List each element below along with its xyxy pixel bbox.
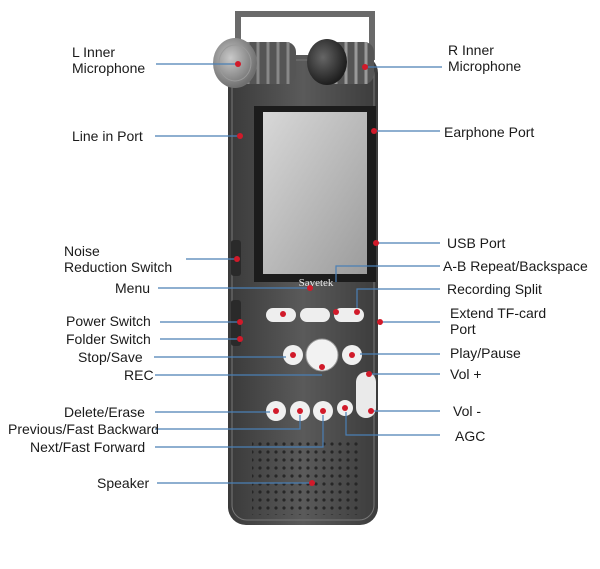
label-menu: Menu	[115, 280, 151, 296]
label-recording-split: Recording Split	[447, 281, 542, 297]
brand-logo: Savetek	[299, 277, 334, 289]
leader-lines	[154, 63, 442, 484]
rec-button	[305, 338, 339, 372]
label-stop-save: Stop/Save	[78, 349, 143, 365]
label-power-switch: Power Switch	[66, 313, 151, 329]
label-r-inner-mic-1: R Inner	[448, 42, 494, 58]
label-vol-plus: Vol +	[450, 366, 482, 382]
right-microphone	[307, 39, 374, 85]
label-next: Next/Fast Forward	[30, 439, 146, 455]
label-folder-switch: Folder Switch	[66, 331, 151, 347]
menu-button	[300, 308, 330, 322]
label-vol-minus: Vol -	[453, 403, 482, 419]
label-delete-erase: Delete/Erase	[64, 404, 145, 420]
volume-rocker	[356, 372, 376, 418]
label-noise-1: Noise	[64, 243, 100, 259]
left-microphone	[213, 38, 296, 88]
mic-guard-handle	[235, 11, 375, 60]
label-extend-tf-2: Port	[450, 321, 476, 337]
split-button	[334, 308, 364, 322]
label-earphone-port: Earphone Port	[444, 124, 535, 140]
label-extend-tf-1: Extend TF-card	[450, 305, 547, 321]
label-l-inner-mic-2: Microphone	[72, 60, 146, 76]
label-noise-2: Reduction Switch	[64, 259, 173, 275]
label-speaker: Speaker	[97, 475, 150, 491]
label-ab-repeat: A-B Repeat/Backspace	[443, 258, 588, 274]
speaker-grille	[252, 440, 362, 515]
label-play-pause: Play/Pause	[450, 345, 521, 361]
label-line-in-port: Line in Port	[72, 128, 143, 144]
label-previous: Previous/Fast Backward	[8, 421, 159, 437]
label-l-inner-mic-1: L Inner	[72, 44, 116, 60]
label-r-inner-mic-2: Microphone	[448, 58, 522, 74]
marker-dots	[234, 61, 383, 486]
label-usb-port: USB Port	[447, 235, 506, 251]
label-rec: REC	[124, 367, 154, 383]
label-agc: AGC	[455, 428, 486, 444]
power-switch	[231, 300, 241, 346]
